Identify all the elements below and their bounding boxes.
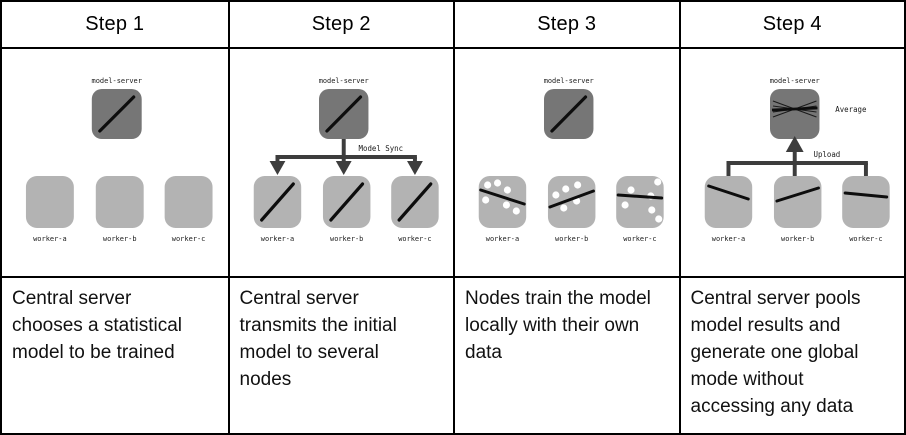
model-line-icon [328, 182, 364, 222]
step-3-description: Nodes train the model locally with their… [465, 288, 651, 363]
down-arrow-icon [269, 161, 285, 175]
step-3-title: Step 3 [537, 13, 597, 35]
worker-b-label: worker-b [781, 235, 814, 243]
data-point-icon [648, 206, 656, 214]
data-point-icon [621, 201, 629, 209]
worker-b-label: worker-b [330, 235, 363, 243]
step-2-diagram: model-server Model Sync worker-a worker-… [253, 77, 439, 243]
worker-b-node-icon [773, 176, 821, 228]
model-line-icon [259, 182, 295, 222]
worker-c-node-icon [164, 176, 213, 228]
up-arrow-icon [785, 136, 804, 152]
data-point-icon [560, 204, 568, 212]
data-point-icon [484, 181, 492, 189]
down-arrow-icon [406, 161, 423, 175]
worker-a-node-icon [704, 176, 752, 228]
data-point-icon [552, 191, 560, 199]
step-4-title: Step 4 [762, 13, 822, 35]
worker-a-label: worker-a [711, 235, 744, 243]
model-line-icon [324, 95, 362, 133]
server-node-icon [769, 89, 819, 139]
trained-model-line-icon [706, 184, 750, 201]
data-point-icon [562, 185, 570, 193]
step-2-title: Step 2 [311, 13, 371, 35]
data-point-icon [502, 201, 510, 209]
server-label: model-server [318, 77, 368, 85]
average-model-line-icon [771, 106, 818, 112]
model-sync-label: Model Sync [358, 144, 403, 153]
step-3-header-cell: Step 3 [453, 2, 679, 47]
data-point-icon [654, 178, 662, 186]
server-label: model-server [544, 77, 594, 85]
server-label: model-server [92, 77, 142, 85]
worker-c-label: worker-c [172, 235, 206, 243]
step-2-description-cell: Central server transmits the initial mod… [227, 276, 453, 433]
data-point-icon [627, 186, 635, 194]
worker-c-label: worker-c [623, 235, 656, 243]
model-line-icon [550, 95, 588, 133]
worker-b-label: worker-b [103, 235, 137, 243]
step-1-title: Step 1 [85, 13, 145, 35]
step-3-diagram: model-server worker [478, 77, 664, 243]
step-2-diagram-cell: model-server Model Sync worker-a worker-… [227, 47, 453, 276]
data-point-icon [493, 179, 502, 187]
worker-c-label: worker-c [849, 235, 882, 243]
average-label: Average [835, 105, 867, 114]
trained-model-line-icon [548, 189, 595, 209]
worker-a-node-icon [478, 176, 527, 228]
worker-c-node-icon [841, 176, 890, 228]
data-point-icon [482, 196, 490, 204]
worker-c-label: worker-c [398, 235, 431, 243]
model-line-icon [98, 95, 136, 133]
step-1-header-cell: Step 1 [2, 2, 228, 47]
step-1-diagram: model-server worker-a worker-b worker-c [25, 77, 213, 243]
worker-b-label: worker-b [555, 235, 588, 243]
step-4-description-cell: Central server pools model results and g… [678, 276, 904, 433]
upload-label: Upload [813, 150, 840, 159]
trained-model-line-icon [843, 191, 888, 199]
step-1-diagram-cell: model-server worker-a worker-b worker-c [2, 47, 228, 276]
step-2-header-cell: Step 2 [227, 2, 453, 47]
trained-model-line-icon [774, 186, 820, 203]
worker-a-node-icon [25, 176, 74, 228]
step-1-description: Central server chooses a statistical mod… [12, 288, 183, 363]
data-point-icon [512, 207, 520, 215]
server-label: model-server [769, 77, 819, 85]
worker-b-node-icon [547, 176, 596, 228]
step-2-description: Central server transmits the initial mod… [239, 288, 397, 390]
data-point-icon [574, 181, 582, 189]
step-4-header-cell: Step 4 [678, 2, 904, 47]
step-3-diagram-cell: model-server worker [453, 47, 679, 276]
down-arrow-icon [335, 161, 352, 175]
trained-model-line-icon [616, 193, 664, 200]
worker-a-label: worker-a [260, 235, 293, 243]
step-4-diagram: model-server Average Upload worker-a wor… [704, 77, 890, 243]
step-1-description-cell: Central server chooses a statistical mod… [2, 276, 228, 433]
worker-a-label: worker-a [486, 235, 519, 243]
worker-a-label: worker-a [33, 235, 67, 243]
step-3-description-cell: Nodes train the model locally with their… [453, 276, 679, 433]
step-4-description: Central server pools model results and g… [690, 288, 861, 417]
worker-b-node-icon [95, 176, 144, 228]
model-line-icon [397, 182, 432, 222]
data-point-icon [655, 215, 663, 223]
trained-model-line-icon [479, 188, 526, 206]
data-point-icon [503, 186, 511, 194]
step-4-diagram-cell: model-server Average Upload worker-a wor… [678, 47, 904, 276]
